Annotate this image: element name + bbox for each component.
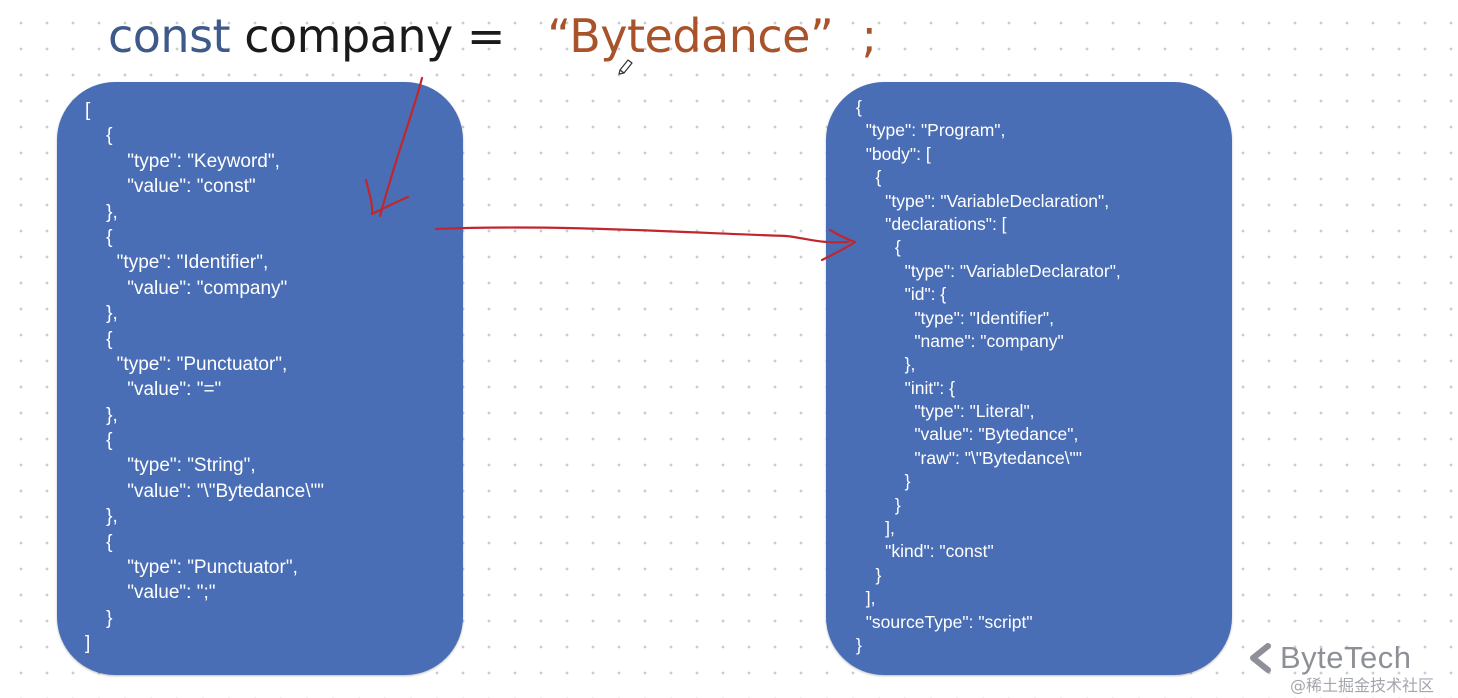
tokens-code-line: "value": "const": [85, 176, 256, 198]
ast-code-line: "id": {: [856, 284, 947, 305]
ast-code-line: "value": "Bytedance",: [856, 424, 1079, 445]
ast-code-line: "type": "Literal",: [856, 401, 1035, 422]
ast-code-line: "type": "VariableDeclaration",: [856, 190, 1110, 211]
tokens-code-line: {: [85, 125, 113, 147]
tokens-code-line: "type": "String",: [85, 455, 256, 477]
tokens-code-line: "value": "=": [85, 379, 222, 401]
bytetech-logo-text: ByteTech: [1280, 640, 1412, 675]
tokens-code-line: },: [85, 404, 118, 426]
ast-code-line: "init": {: [856, 377, 955, 398]
ast-code-line: ],: [856, 518, 895, 539]
assignment-operator: =: [466, 9, 506, 63]
tokens-code-line: },: [85, 506, 118, 528]
ast-code-line: ],: [856, 588, 876, 609]
string-literal: “Bytedance”: [547, 9, 834, 63]
tokens-code: [ { "type": "Keyword", "value": "const" …: [85, 98, 324, 657]
ast-code-line: }: [856, 471, 911, 492]
tokens-code-line: "type": "Punctuator",: [85, 353, 288, 375]
ast-code-line: "body": [: [856, 143, 931, 164]
tokens-code-line: {: [85, 531, 113, 553]
code-statement: const company = “Bytedance” ;: [108, 6, 877, 66]
tokens-panel: [ { "type": "Keyword", "value": "const" …: [57, 82, 463, 675]
identifier-company: company: [244, 9, 453, 63]
ast-code-line: "raw": "\"Bytedance\"": [856, 447, 1082, 468]
ast-code-line: "sourceType": "script": [856, 611, 1033, 632]
tokens-code-line: "value": ";": [85, 582, 216, 604]
tokens-code-line: },: [85, 201, 118, 223]
tokens-code-line: ]: [85, 633, 91, 655]
tokens-code-line: "type": "Punctuator",: [85, 557, 298, 579]
semicolon: ;: [861, 9, 878, 63]
tokens-code-line: "value": "company": [85, 277, 288, 299]
tokens-code-line: {: [85, 328, 113, 350]
ast-code-line: "kind": "const": [856, 541, 994, 562]
ast-code-line: "type": "Program",: [856, 120, 1006, 141]
keyword-const: const: [108, 9, 231, 63]
ast-code-line: "name": "company": [856, 330, 1064, 351]
handdrawn-arrow-right: [434, 226, 850, 244]
tokens-code-line: "type": "Identifier",: [85, 252, 269, 274]
tokens-code-line: }: [85, 607, 113, 629]
ast-code-line: "type": "VariableDeclarator",: [856, 260, 1121, 281]
tokens-code-line: {: [85, 226, 113, 248]
ast-code-line: {: [856, 237, 901, 258]
ast-code-line: }: [856, 564, 882, 585]
ast-code-line: }: [856, 634, 862, 655]
bytetech-logo-icon: [1250, 643, 1271, 673]
ast-code-line: {: [856, 97, 862, 117]
bytetech-brand: ByteTech: [1248, 640, 1412, 676]
ast-code-line: "declarations": [: [856, 213, 1007, 234]
ast-code-line: },: [856, 354, 916, 375]
tokens-code-line: "value": "\"Bytedance\"": [85, 480, 325, 502]
tokens-code-line: },: [85, 303, 118, 325]
tokens-code-line: {: [85, 430, 113, 452]
ast-code-line: }: [856, 494, 901, 515]
ast-code: { "type": "Program", "body": [ { "type":…: [856, 96, 1121, 657]
ast-code-line: "type": "Identifier",: [856, 307, 1054, 328]
tokens-code-line: "type": "Keyword",: [85, 150, 280, 172]
ast-code-line: {: [856, 167, 882, 188]
tokens-code-line: [: [85, 100, 91, 121]
watermark: @稀土掘金技术社区: [1290, 676, 1435, 695]
ast-panel: { "type": "Program", "body": [ { "type":…: [826, 82, 1232, 675]
